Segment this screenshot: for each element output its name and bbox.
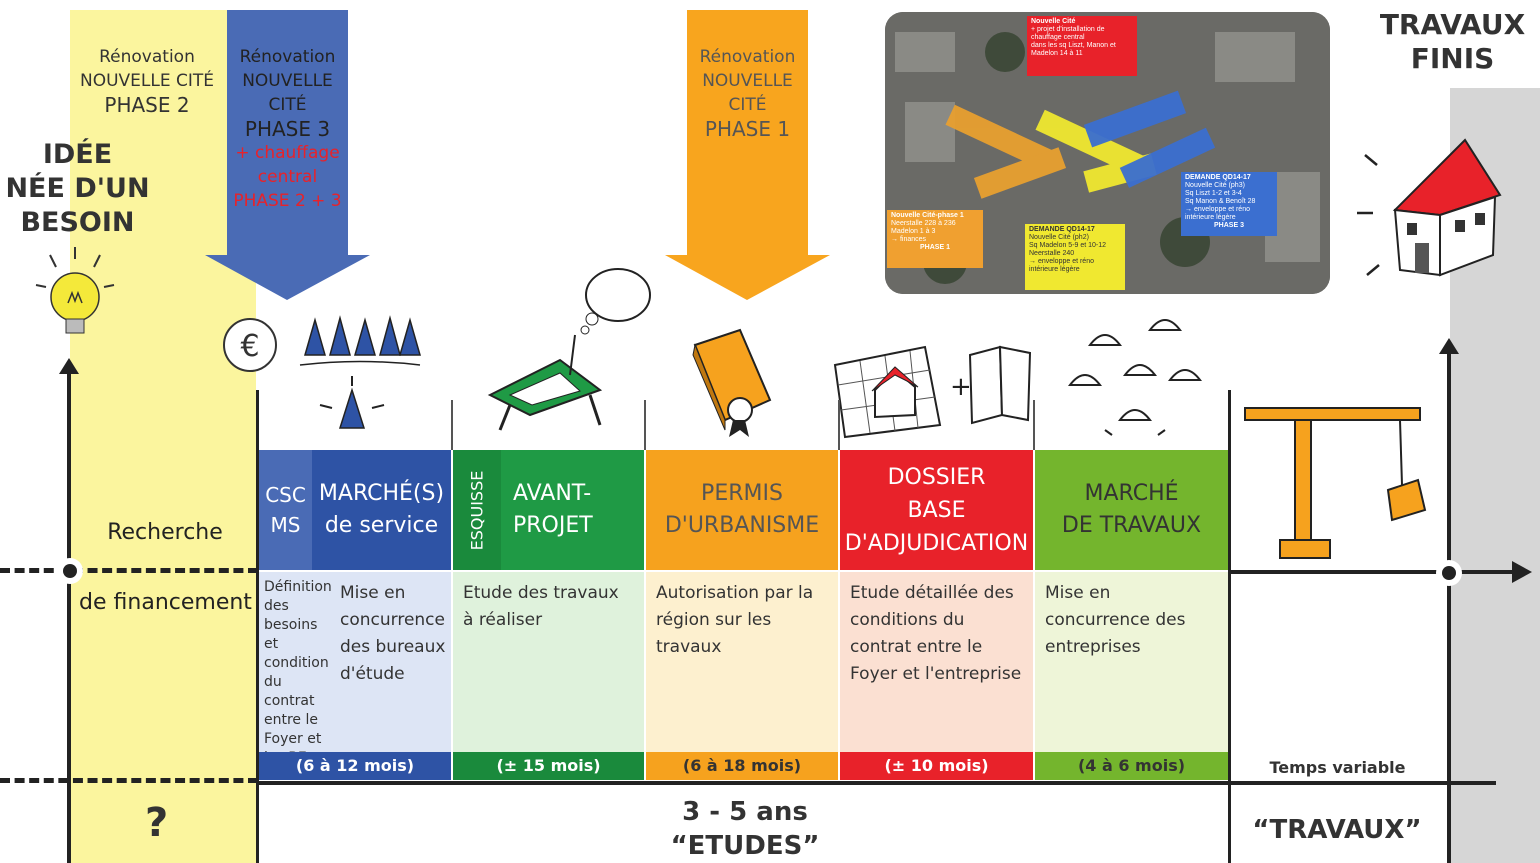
- timeline-dot-start-inner: [63, 564, 77, 578]
- svg-text:€: €: [240, 329, 259, 364]
- aerial-photo: Nouvelle Cité + projet d'installation de…: [885, 12, 1330, 294]
- divider: [838, 400, 840, 450]
- photo-label-yellow: DEMANDE QD14-17 Nouvelle Cité (ph2)Sq Ma…: [1025, 224, 1125, 290]
- variable-time-label: Temps variable: [1269, 758, 1406, 777]
- arrow-phase1-label: Rénovation NOUVELLE CITÉ PHASE 1: [699, 47, 796, 141]
- hard-hats-icon: [1067, 319, 1203, 436]
- phase-desc-permis: Autorisation par la région sur les trava…: [646, 572, 838, 752]
- phase-duration-dossier: (± 10 mois): [840, 752, 1033, 780]
- done-title: TRAVAUX FINIS: [1379, 8, 1526, 75]
- arrow-phase3: [205, 10, 370, 300]
- need-title: IDÉE NÉE D'UN BESOIN: [5, 139, 150, 238]
- photo-label-red: Nouvelle Cité + projet d'installation de…: [1027, 16, 1137, 76]
- divider: [1033, 400, 1035, 450]
- drawing-board-icon: [487, 268, 651, 431]
- permit-book-icon: [692, 328, 772, 437]
- arrow-phase2-label: Rénovation NOUVELLE CITÉ PHASE 2: [79, 47, 214, 117]
- bottom-axis: [256, 781, 1496, 785]
- timeline-arrow: [1512, 561, 1532, 583]
- start-axis-arrow: [59, 358, 79, 374]
- financing-label-1: Recherche: [107, 520, 223, 545]
- financing-label-2: de financement: [79, 590, 252, 615]
- timeline-dashed-lower: [0, 778, 258, 783]
- svg-text:+: +: [950, 372, 972, 402]
- financing-question: ?: [145, 800, 169, 846]
- phase-desc-dossier: Etude détaillée des conditions du contra…: [840, 572, 1033, 752]
- arrow-phase1: [665, 10, 830, 300]
- euro-icon: €: [223, 318, 277, 372]
- phase-title-marche-service: MARCHÉ(S)de service: [312, 450, 451, 570]
- house-icon: [1357, 138, 1502, 277]
- divider: [644, 400, 646, 450]
- timeline-axis: [1230, 570, 1520, 574]
- financing-column: [70, 10, 256, 863]
- divider: [451, 400, 453, 450]
- divider: [256, 390, 259, 863]
- phase-desc-marche-travaux: Mise en concurrence des entreprises: [1035, 572, 1228, 752]
- timeline-dashed-upper: [0, 568, 258, 573]
- crane-icon: [1244, 407, 1427, 559]
- divider: [1228, 390, 1231, 863]
- photo-label-orange: Nouvelle Cité-phase 1 Neerstalle 228 à 2…: [887, 210, 983, 268]
- phase-title-avant-projet: AVANT-PROJET: [501, 450, 644, 570]
- arrow-phase3-label: Rénovation NOUVELLE CITÉ PHASE 3 + chauf…: [233, 47, 342, 211]
- photo-label-blue: DEMANDE QD14-17 Nouvelle Cité (ph3)Sq Li…: [1181, 172, 1277, 236]
- lightbulb-icon: [35, 247, 115, 334]
- people-group-icon: [299, 315, 421, 429]
- start-axis: [67, 370, 71, 863]
- phase-desc-avant-projet: Etude des travaux à réaliser: [453, 572, 644, 752]
- end-axis: [1447, 350, 1451, 863]
- phase-desc-marche-service: [259, 572, 451, 752]
- phase-duration-marche-travaux: (4 à 6 mois): [1035, 752, 1228, 780]
- plan-book-icon: +: [833, 345, 1032, 439]
- phase-tag-esquisse: ESQUISSE: [453, 450, 501, 570]
- phase-duration-permis: (6 à 18 mois): [646, 752, 838, 780]
- phase-duration-marche-service: (6 à 12 mois): [259, 752, 451, 780]
- timeline-dot-end-inner: [1442, 566, 1456, 580]
- phase-desc-right: Mise en concurrence des bureaux d'étude: [340, 583, 446, 684]
- phase-desc-left: Définition des besoins et condition du c…: [264, 579, 332, 766]
- works-label: “TRAVAUX”: [1252, 815, 1422, 845]
- end-axis-arrow: [1439, 338, 1459, 354]
- phase-duration-avant-projet: (± 15 mois): [453, 752, 644, 780]
- studies-label: 3 - 5 ans “ETUDES”: [670, 797, 820, 861]
